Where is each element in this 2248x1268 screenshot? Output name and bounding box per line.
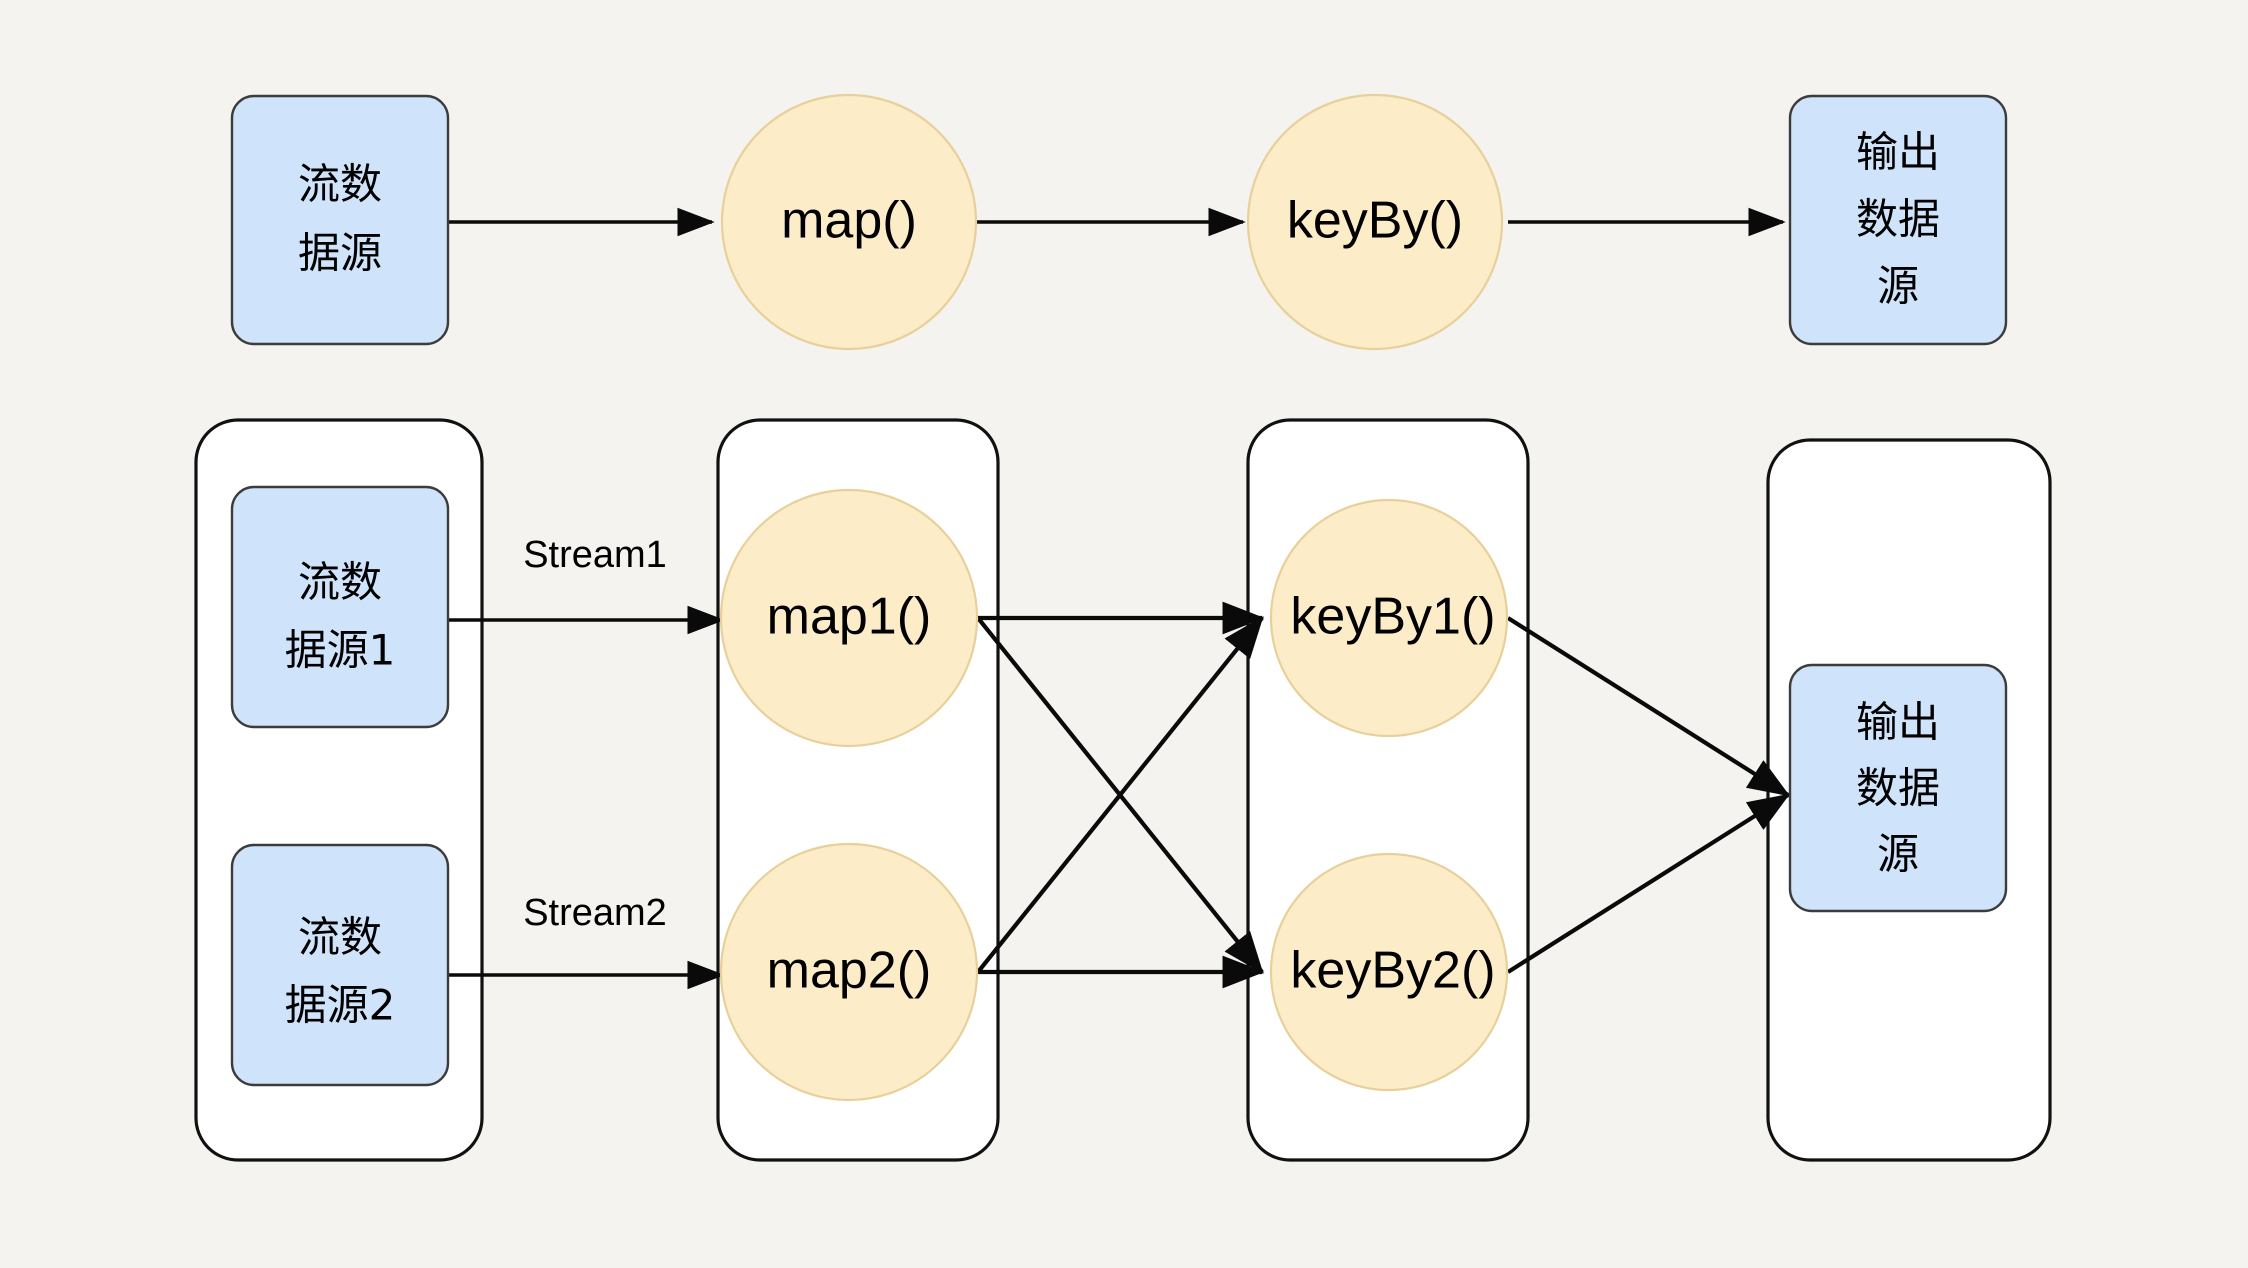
bottom-keyby1-circle[interactable] [1269, 498, 1509, 738]
top-source-label-line1: 流数 [298, 160, 382, 209]
bottom-keyby2-label: keyBy2() [1290, 942, 1495, 1000]
top-sink-box[interactable] [1788, 94, 2008, 346]
top-sink-label-line1: 输出 [1856, 128, 1940, 177]
edge-label-stream1: Stream1 [523, 534, 667, 576]
edge-keyby2-to-sink [1506, 793, 1791, 974]
top-map-circle[interactable] [720, 93, 978, 351]
bottom-map2-circle[interactable] [719, 842, 979, 1102]
top-sink-label-line2: 数据 [1856, 195, 1940, 244]
bottom-source-2-line2: 据源2 [285, 981, 396, 1030]
bottom-source-box-2[interactable] [230, 843, 450, 1087]
bottom-sink-line3: 源 [1877, 830, 1919, 879]
bottom-keyby1-label: keyBy1() [1290, 588, 1495, 646]
top-map-label: map() [781, 192, 917, 250]
bottom-sink-box[interactable] [1788, 663, 2008, 913]
bottom-map1-label: map1() [767, 588, 932, 646]
edge-keyby1-to-sink [1506, 616, 1791, 797]
bottom-keyby2-circle[interactable] [1269, 852, 1509, 1092]
edge-label-stream2: Stream2 [523, 892, 667, 934]
edge-map2-to-keyby1 [976, 616, 1264, 974]
bottom-map1-circle[interactable] [719, 488, 979, 748]
bottom-source-1-line2: 据源1 [285, 626, 396, 675]
top-sink-label-line3: 源 [1877, 262, 1919, 311]
top-source-label-line2: 据源 [298, 229, 382, 278]
bottom-sink-line1: 输出 [1856, 698, 1940, 747]
bottom-source-1-line1: 流数 [298, 558, 382, 607]
top-keyby-label: keyBy() [1287, 192, 1463, 250]
top-keyby-circle[interactable] [1246, 93, 1504, 351]
top-source-box[interactable] [230, 94, 450, 346]
bottom-sink-line2: 数据 [1856, 764, 1940, 813]
bottom-source-box-1[interactable] [230, 485, 450, 729]
bottom-source-2-line1: 流数 [298, 913, 382, 962]
bottom-map2-label: map2() [767, 942, 932, 1000]
